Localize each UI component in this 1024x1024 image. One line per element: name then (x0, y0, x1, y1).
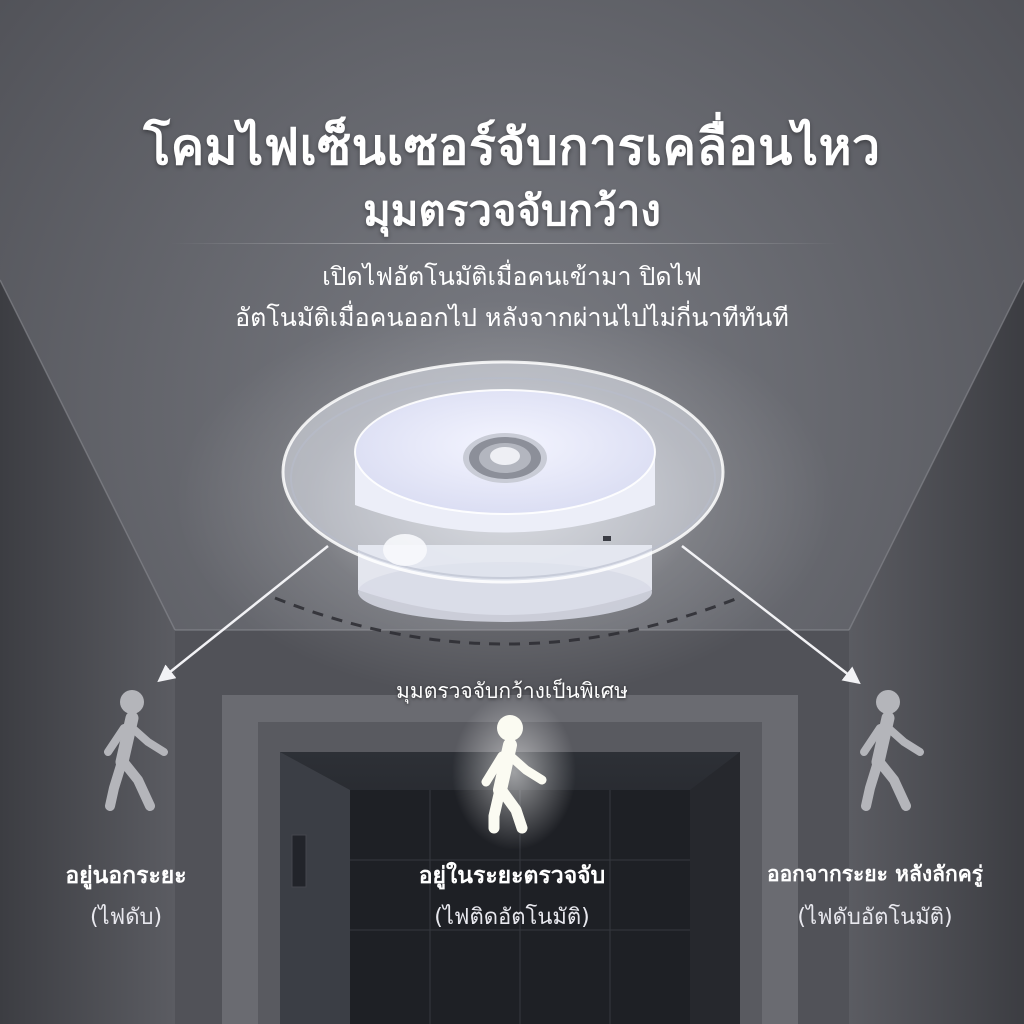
left-arrow-icon (157, 545, 329, 683)
description-line-1: เปิดไฟอัตโนมัติเมื่อคนเข้ามา ปิดไฟ (322, 262, 702, 291)
walking-person-icon (104, 690, 168, 811)
page-subtitle: มุมตรวจจับกว้าง (363, 186, 661, 235)
motion-sensor-lamp-icon (281, 360, 725, 622)
state-left-range-label: ออกจากระยะ หลังลักครู่ (766, 862, 984, 886)
divider (170, 243, 840, 244)
detection-range-arc (274, 596, 739, 646)
description-line-2: อัตโนมัติเมื่อคนออกไป หลังจากผ่านไปไม่กี… (235, 303, 789, 332)
right-wall (849, 280, 1024, 1024)
left-wall (0, 280, 175, 1024)
state-left-range-sublabel: (ไฟดับอัตโนมัติ) (797, 905, 953, 930)
page-title: โคมไฟเซ็นเซอร์จับการเคลื่อนไหว (143, 118, 881, 176)
walking-person-icon (481, 715, 547, 834)
state-out-of-range-label: อยู่นอกระยะ (65, 863, 187, 889)
right-arrow-icon (681, 545, 861, 685)
state-in-range-sublabel: (ไฟติดอัตโนมัติ) (434, 905, 590, 930)
detection-caption: มุมตรวจจับกว้างเป็นพิเศษ (396, 679, 628, 703)
state-in-range-label: อยู่ในระยะตรวจจับ (418, 863, 606, 889)
state-out-of-range-sublabel: (ไฟดับ) (89, 905, 163, 930)
walking-person-icon (860, 690, 924, 811)
